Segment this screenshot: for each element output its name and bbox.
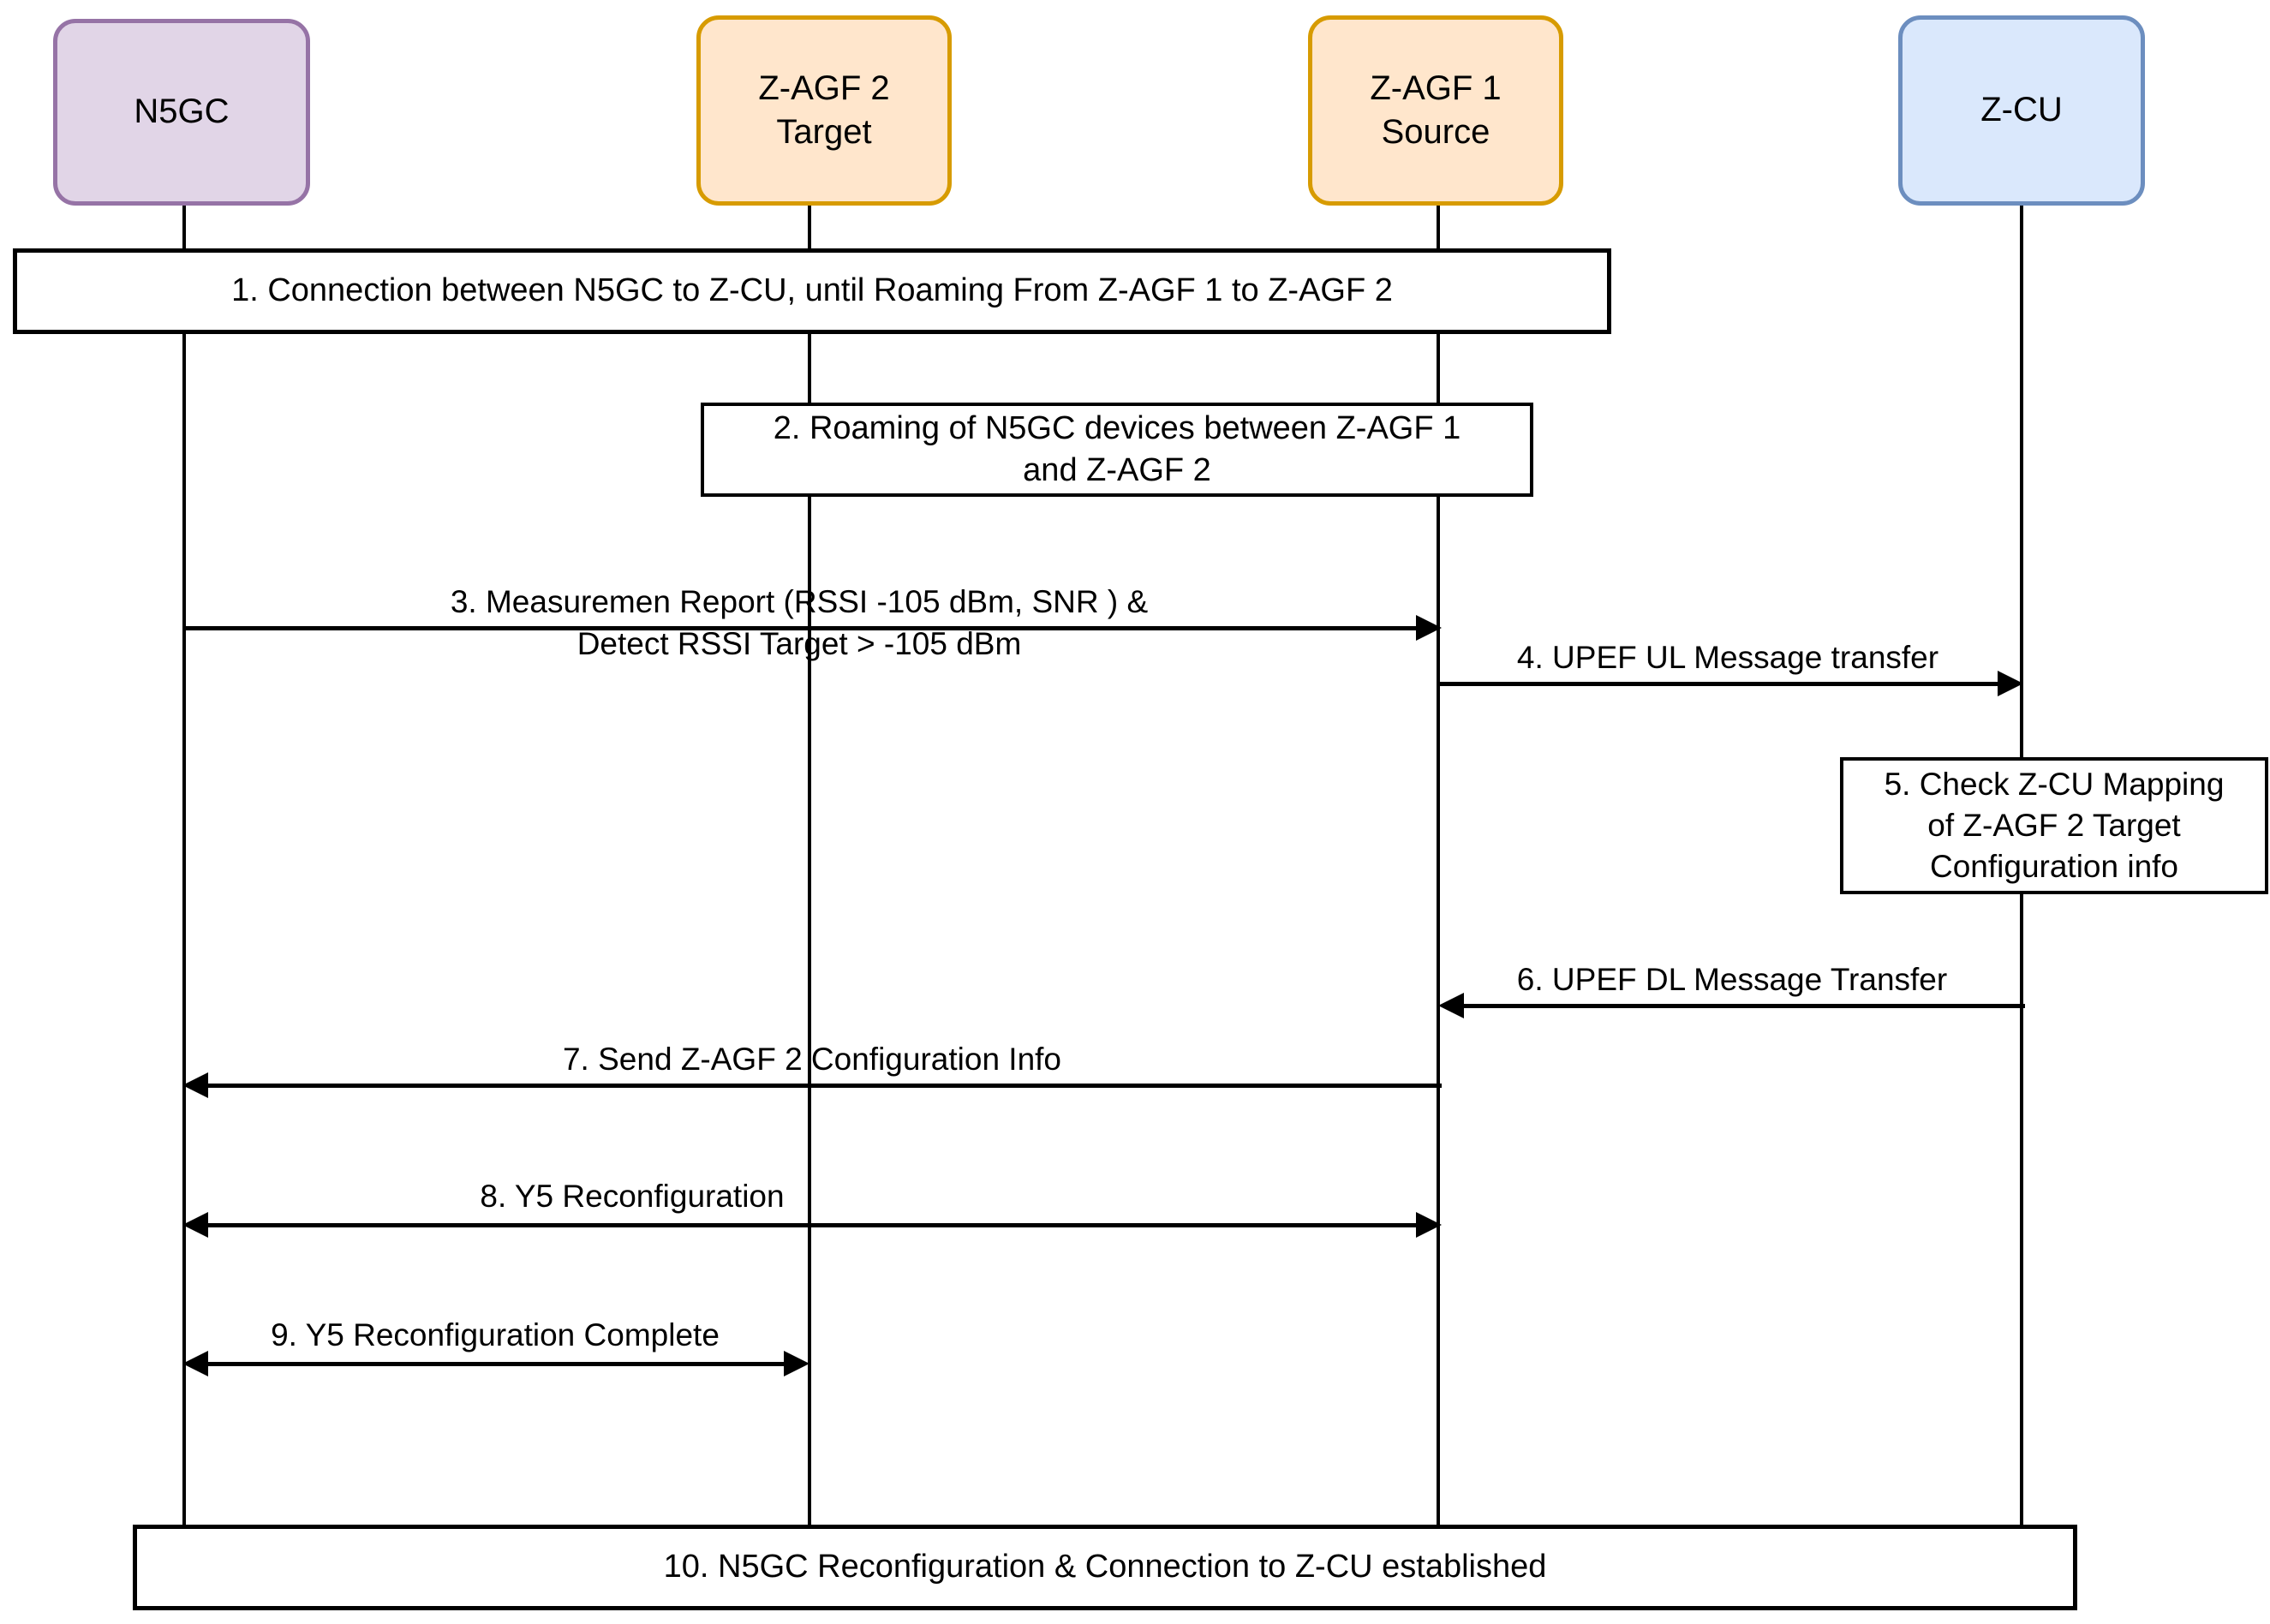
message-step-8-arrowhead-right bbox=[1416, 1212, 1442, 1238]
note-step-1[interactable]: 1. Connection between N5GC to Z-CU, unti… bbox=[13, 248, 1611, 334]
participant-label-zagf1: Z-AGF 1 Source bbox=[1370, 69, 1502, 151]
participant-zagf2[interactable]: Z-AGF 2 Target bbox=[696, 15, 952, 206]
message-step-7-arrowhead-left bbox=[182, 1072, 208, 1098]
lifeline-zagf2 bbox=[808, 204, 811, 1527]
message-step-7-shaft bbox=[208, 1084, 1442, 1088]
message-step-9-arrowhead-right bbox=[784, 1351, 809, 1376]
note-step-5-text: 5. Check Z-CU Mapping of Z-AGF 2 Target … bbox=[1884, 766, 2225, 885]
note-step-5[interactable]: 5. Check Z-CU Mapping of Z-AGF 2 Target … bbox=[1840, 757, 2268, 894]
note-step-2[interactable]: 2. Roaming of N5GC devices between Z-AGF… bbox=[701, 403, 1533, 497]
message-step-4-shaft bbox=[1437, 682, 1998, 686]
message-step-6-label: 6. UPEF DL Message Transfer bbox=[1516, 962, 1948, 997]
participant-label-zcu: Z-CU bbox=[1980, 91, 2063, 129]
message-step-4-label: 4. UPEF UL Message transfer bbox=[1516, 640, 1939, 675]
message-step-9-label: 9. Y5 Reconfiguration Complete bbox=[271, 1317, 720, 1352]
participant-zcu[interactable]: Z-CU bbox=[1898, 15, 2145, 206]
note-step-2-text: 2. Roaming of N5GC devices between Z-AGF… bbox=[773, 409, 1461, 488]
message-step-8-label: 8. Y5 Reconfiguration bbox=[480, 1179, 785, 1214]
note-step-1-text: 1. Connection between N5GC to Z-CU, unti… bbox=[231, 272, 1393, 309]
message-step-9-shaft bbox=[208, 1362, 784, 1366]
message-step-6-shaft bbox=[1464, 1004, 2025, 1008]
participant-n5gc[interactable]: N5GC bbox=[53, 19, 310, 206]
message-step-7-label: 7. Send Z-AGF 2 Configuration Info bbox=[562, 1042, 1062, 1077]
message-step-3-shaft bbox=[182, 626, 1416, 630]
message-step-9-arrowhead-left bbox=[182, 1351, 208, 1376]
participant-zagf1[interactable]: Z-AGF 1 Source bbox=[1308, 15, 1563, 206]
message-step-3-label: 3. Measuremen Report (RSSI -105 dBm, SNR… bbox=[450, 584, 1149, 661]
note-step-10-text: 10. N5GC Reconfiguration & Connection to… bbox=[663, 1549, 1547, 1585]
lifeline-zagf1 bbox=[1437, 204, 1440, 1527]
message-step-6-arrowhead-left bbox=[1438, 993, 1464, 1018]
participant-label-n5gc: N5GC bbox=[134, 93, 230, 131]
message-step-4-arrowhead-right bbox=[1998, 671, 2023, 696]
message-step-3-arrowhead-right bbox=[1416, 615, 1442, 641]
note-step-10[interactable]: 10. N5GC Reconfiguration & Connection to… bbox=[133, 1525, 2077, 1610]
message-step-8-shaft bbox=[208, 1223, 1416, 1227]
message-step-8-arrowhead-left bbox=[182, 1212, 208, 1238]
lifeline-n5gc bbox=[182, 204, 186, 1527]
participant-label-zagf2: Z-AGF 2 Target bbox=[758, 69, 890, 151]
